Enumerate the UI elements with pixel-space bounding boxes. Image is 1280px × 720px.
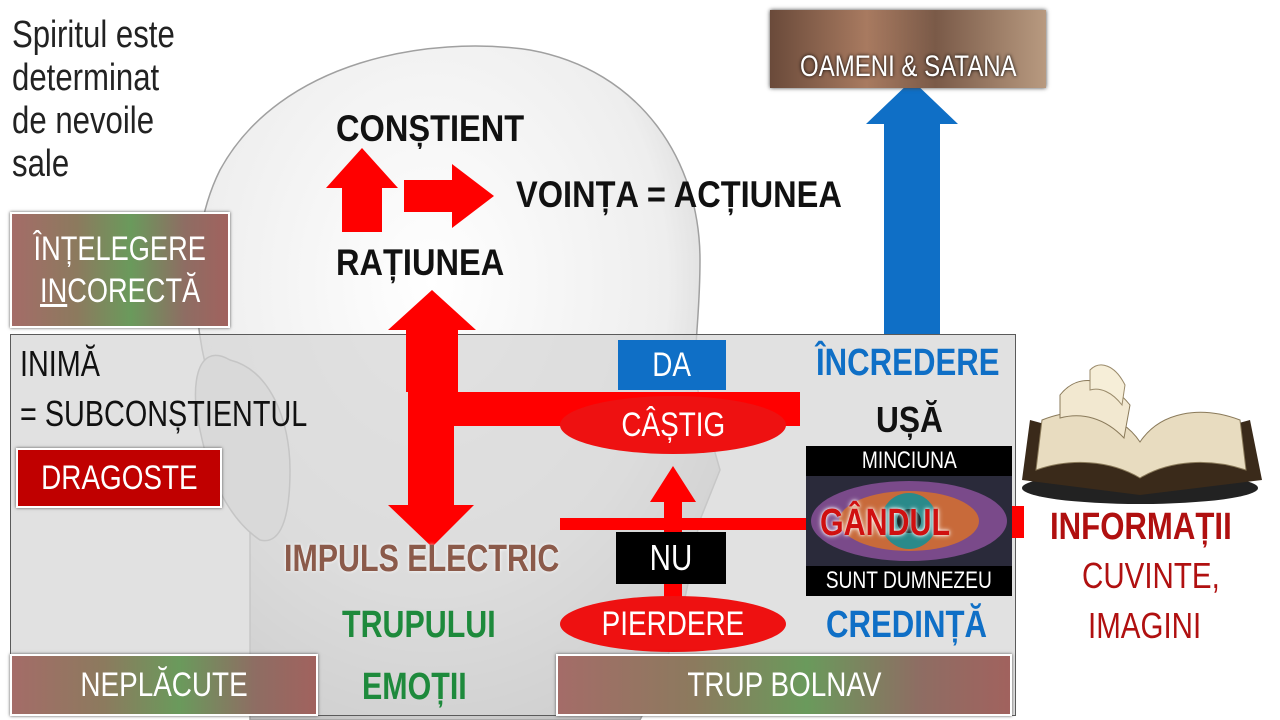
top-box-label: OAMENI & SATANA: [799, 50, 1017, 83]
eye-image: [806, 476, 1012, 566]
sunt-dumnezeu-label: SUNT DUMNEZEU: [825, 567, 993, 594]
intelegere-incorecta-box: ÎNȚELEGERE INCORECTĂ: [10, 212, 230, 328]
ratiunea-label: RAȚIUNEA: [336, 242, 505, 283]
imagini-label: IMAGINI: [1088, 605, 1202, 646]
arrow-up-constient: [326, 148, 398, 232]
intro-line: Spiritul este: [12, 14, 175, 56]
sunt-dumnezeu-box: SUNT DUMNEZEU: [806, 566, 1012, 596]
cuvinte-label: CUVINTE,: [1082, 555, 1220, 596]
arrow-up-blue: [866, 80, 958, 334]
intelegere-line2: INCORECTĂ: [40, 274, 200, 308]
intelegere-line1: ÎNȚELEGERE: [33, 230, 207, 268]
bar-gandul: [560, 518, 812, 530]
arrow-right-vointa: [404, 164, 494, 228]
trup-bolnav-box: TRUP BOLNAV: [556, 654, 1012, 716]
constient-label: CONȘTIENT: [336, 108, 525, 149]
trup-bolnav-label: TRUP BOLNAV: [686, 666, 882, 704]
minciuna-box: MINCIUNA: [806, 446, 1012, 476]
informatii-label: INFORMAȚII: [1050, 506, 1232, 548]
nu-box: NU: [616, 532, 726, 584]
underlined-prefix: IN: [39, 272, 68, 310]
minciuna-label: MINCIUNA: [861, 447, 957, 474]
usa-label: UȘĂ: [876, 399, 943, 440]
neplacute-label: NEPLĂCUTE: [80, 666, 248, 704]
intro-text: Spiritul este determinat de nevoile sale: [12, 16, 212, 188]
impuls-label: IMPULS ELECTRIC: [284, 538, 560, 580]
da-label: DA: [652, 346, 692, 384]
book-icon: [1022, 364, 1262, 504]
intro-line: determinat: [12, 57, 160, 99]
dragoste-box: DRAGOSTE: [16, 448, 222, 508]
subconstientul-label: = SUBCONȘTIENTUL: [20, 393, 308, 434]
da-box: DA: [618, 340, 726, 390]
trupului-label: TRUPULUI: [342, 604, 496, 646]
intro-line: sale: [12, 143, 70, 185]
arrow-nu-head: [650, 466, 696, 502]
credinta-label: CREDINȚĂ: [826, 604, 987, 646]
pierdere-ellipse: PIERDERE: [560, 596, 786, 652]
emotii-label: EMOȚII: [362, 666, 467, 708]
line2-rest: CORECTĂ: [67, 272, 201, 310]
incredere-label: ÎNCREDERE: [816, 342, 1000, 384]
castig-ellipse: CÂȘTIG: [560, 396, 786, 454]
vointa-label: VOINȚA = ACȚIUNEA: [516, 174, 842, 215]
castig-label: CÂȘTIG: [621, 406, 725, 444]
pierdere-label: PIERDERE: [601, 605, 745, 643]
intro-line: de nevoile: [12, 100, 155, 142]
dragoste-label: DRAGOSTE: [40, 459, 198, 497]
neplacute-box: NEPLĂCUTE: [10, 654, 318, 716]
nu-label: NU: [649, 537, 693, 578]
top-image-box: OAMENI & SATANA: [770, 10, 1046, 88]
inima-label: INIMĂ: [20, 343, 101, 384]
gandul-label: GÂNDUL: [820, 502, 951, 544]
